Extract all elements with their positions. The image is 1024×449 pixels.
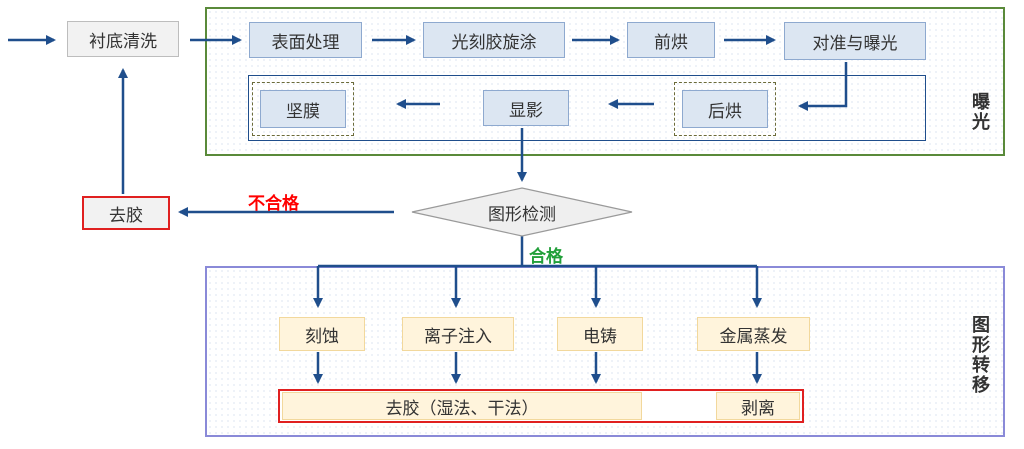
node-photoresist-coating-label: 光刻胶旋涂: [451, 32, 537, 53]
node-strip-wet-dry-label: 去胶（湿法、干法）: [385, 398, 539, 419]
node-prebake: 前烘: [627, 22, 715, 58]
node-develop-label: 显影: [509, 100, 543, 121]
node-pattern-inspection-label: 图形检测: [488, 204, 556, 225]
node-surface-treatment-label: 表面处理: [271, 32, 340, 53]
node-strip-wet-dry: 去胶（湿法、干法）: [282, 392, 642, 420]
postbake-dashed-frame: [674, 82, 776, 136]
node-ion-implant: 离子注入: [402, 317, 514, 351]
fail-label: 不合格: [248, 194, 299, 214]
node-align-exposure-label: 对准与曝光: [812, 33, 898, 54]
node-substrate-cleaning: 衬底清洗: [67, 21, 179, 57]
node-substrate-cleaning-label: 衬底清洗: [89, 31, 157, 52]
node-strip-resist: 去胶: [82, 196, 170, 230]
node-metal-evaporation: 金属蒸发: [697, 317, 810, 351]
node-etch-label: 刻蚀: [305, 326, 339, 347]
node-electroplate: 电铸: [557, 317, 643, 351]
node-strip-resist-label: 去胶: [109, 205, 143, 226]
node-surface-treatment: 表面处理: [249, 22, 362, 58]
node-hardbake-label: 坚膜: [286, 101, 320, 122]
node-ion-implant-label: 离子注入: [424, 326, 492, 347]
node-etch: 刻蚀: [279, 317, 365, 351]
node-align-exposure: 对准与曝光: [784, 22, 926, 60]
node-liftoff: 剥离: [716, 392, 800, 420]
node-develop: 显影: [483, 90, 569, 126]
transfer-group-label: 图形转移: [969, 315, 990, 395]
node-photoresist-coating: 光刻胶旋涂: [423, 22, 565, 58]
arrow-align-postbake: [798, 62, 848, 111]
node-liftoff-label: 剥离: [741, 398, 775, 419]
exposure-inner-group: [248, 75, 926, 141]
node-prebake-label: 前烘: [654, 32, 688, 53]
node-postbake: 后烘: [682, 90, 768, 128]
node-electroplate-label: 电铸: [583, 326, 617, 347]
hardbake-dashed-frame: [252, 82, 354, 136]
node-metal-evaporation-label: 金属蒸发: [719, 326, 788, 347]
inspect-diamond: [411, 187, 633, 237]
pass-label: 合格: [529, 247, 563, 267]
node-pattern-inspection: 图形检测: [460, 198, 584, 226]
exposure-group-label: 曝光: [969, 92, 990, 132]
node-postbake-label: 后烘: [708, 101, 742, 122]
node-hardbake: 坚膜: [260, 90, 346, 128]
